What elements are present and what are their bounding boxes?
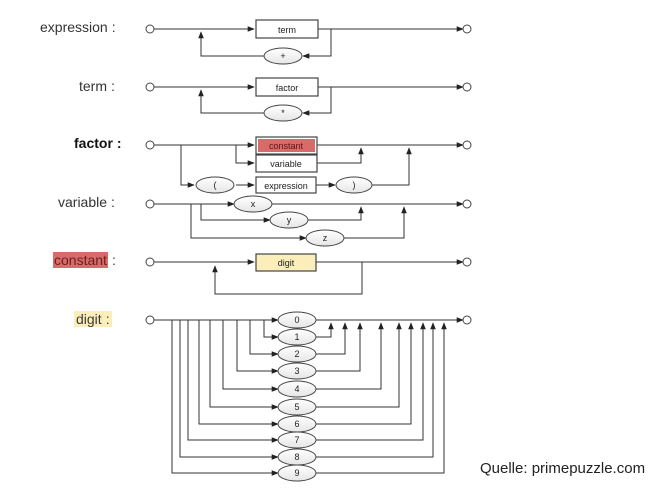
rail-expression (154, 26, 464, 59)
rule-colon: : (111, 252, 116, 268)
oval-digit-5: 5 (277, 398, 317, 416)
rule-name: digit (76, 311, 102, 327)
box-variable: variable (255, 154, 318, 173)
rule-colon: : (105, 311, 110, 327)
rule-colon: : (111, 194, 115, 210)
oval-z: z (305, 229, 345, 247)
start-terminal (145, 140, 155, 150)
box-digit: digit (255, 253, 317, 272)
oval-digit-0: 0 (277, 311, 317, 329)
oval-digit-3: 3 (277, 362, 317, 380)
oval-digit-7: 7 (277, 431, 317, 449)
oval-label: z (323, 233, 328, 243)
box-term: term (255, 19, 319, 39)
oval-label: * (281, 108, 285, 118)
oval-digit-2: 2 (277, 345, 317, 363)
oval-plus: + (263, 47, 303, 65)
oval-label: 5 (294, 402, 299, 412)
oval-lparen: ( (195, 176, 235, 194)
oval-digit-1: 1 (277, 328, 317, 346)
rule-colon: : (111, 78, 115, 94)
start-terminal (145, 199, 155, 209)
rule-name: variable (58, 194, 108, 210)
start-terminal (145, 257, 155, 267)
box-label: variable (270, 159, 302, 169)
oval-label: 8 (294, 452, 299, 462)
end-terminal (462, 82, 472, 92)
rule-name: term (79, 78, 107, 94)
rail-variable (154, 201, 464, 241)
oval-rparen: ) (335, 176, 373, 194)
oval-label: 6 (294, 419, 299, 429)
rule-label-term: term: (79, 78, 115, 94)
rule-colon: : (111, 19, 116, 35)
oval-digit-9: 9 (277, 464, 317, 482)
oval-label: + (280, 51, 285, 61)
oval-digit-6: 6 (277, 415, 317, 433)
box-factor: factor (255, 77, 319, 97)
rail-term (154, 84, 464, 116)
rail-factor (154, 142, 464, 188)
box-label: expression (264, 181, 308, 191)
oval-label: 1 (294, 332, 299, 342)
box-constant: constant (255, 136, 318, 155)
end-terminal (462, 140, 472, 150)
oval-label: ) (353, 180, 356, 190)
digit-ovals: 0 1 2 3 4 (277, 311, 317, 482)
rail-digit (154, 317, 464, 476)
rule-name: expression (40, 19, 108, 35)
rule-colon: : (116, 135, 122, 151)
end-terminal (462, 199, 472, 209)
end-terminal (462, 257, 472, 267)
rule-label-expression: expression: (40, 19, 116, 35)
oval-label: 4 (294, 384, 299, 394)
start-terminal (145, 24, 155, 34)
oval-label: ( (214, 180, 217, 190)
rule-label-factor: factor: (74, 135, 122, 151)
oval-label: x (251, 199, 256, 209)
rule-name: factor (74, 135, 113, 151)
rule-label-digit: digit: (74, 311, 112, 327)
end-terminal (462, 315, 472, 325)
oval-label: 7 (294, 435, 299, 445)
end-terminal (462, 24, 472, 34)
oval-label: 2 (294, 349, 299, 359)
oval-label: 3 (294, 366, 299, 376)
oval-label: y (287, 215, 292, 225)
oval-x: x (233, 195, 273, 213)
box-expression: expression (255, 176, 317, 194)
start-terminal (145, 315, 155, 325)
rule-name: constant (53, 252, 108, 268)
box-label: constant (269, 141, 304, 151)
source-credit: Quelle: primepuzzle.com (480, 460, 646, 477)
oval-digit-8: 8 (277, 448, 317, 466)
oval-times: * (263, 104, 303, 122)
start-terminal (145, 82, 155, 92)
oval-y: y (269, 211, 309, 229)
rule-label-constant: constant: (53, 252, 116, 268)
box-label: digit (278, 258, 295, 268)
rail-constant (154, 259, 464, 295)
oval-label: 9 (294, 468, 299, 478)
rule-label-variable: variable: (58, 194, 115, 210)
oval-digit-4: 4 (277, 380, 317, 398)
box-label: factor (276, 83, 299, 93)
box-label: term (278, 25, 296, 35)
oval-label: 0 (294, 315, 299, 325)
